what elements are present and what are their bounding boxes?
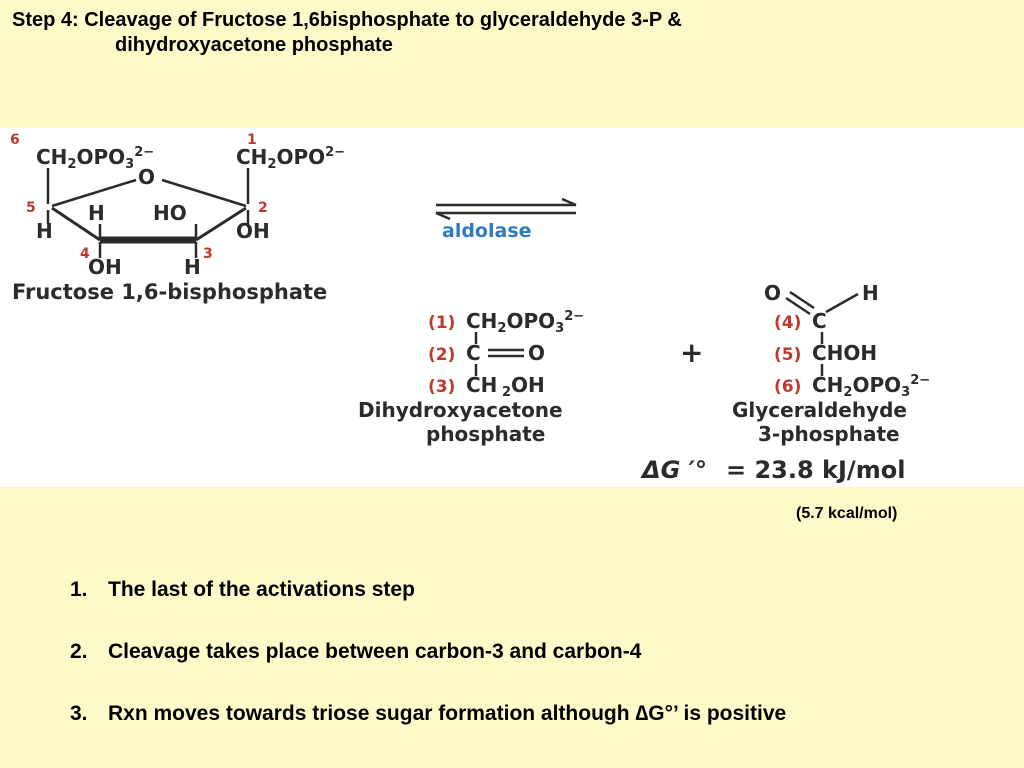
key-points-list: 1. The last of the activations step 2. C… xyxy=(70,578,786,764)
list-text: The last of the activations step xyxy=(108,578,415,601)
ring-bond-right xyxy=(161,178,247,208)
carbon-number-4: 4 xyxy=(80,246,90,262)
list-number: 1. xyxy=(70,578,88,601)
c5-h: H xyxy=(36,219,53,243)
product1-name-line2: phosphate xyxy=(426,422,545,446)
carbon-number-6: 6 xyxy=(10,132,20,148)
gap-c5-group: CHOH xyxy=(812,341,877,365)
title-line-2: dihydroxyacetone phosphate xyxy=(115,34,393,56)
list-item: 3. Rxn moves towards triose sugar format… xyxy=(70,702,786,764)
list-item: 2. Cleavage takes place between carbon-3… xyxy=(70,640,786,702)
ring-bond-lower-left xyxy=(51,206,101,242)
reaction-diagram: 6 CH2OPO32− 1 CH2OPO2− O 5 2 H HO H OH 4… xyxy=(0,128,1024,487)
gap-c6-group: CH2OPO32− xyxy=(812,373,930,400)
list-text: Rxn moves towards triose sugar formation… xyxy=(108,702,787,725)
dhap-carbonyl-oxygen: O xyxy=(528,341,545,365)
c4-oh-down: OH xyxy=(88,255,122,279)
ring-oxygen: O xyxy=(138,165,155,189)
list-text: Cleavage takes place between carbon-3 an… xyxy=(108,640,642,663)
title-line-1: Step 4: Cleavage of Fructose 1,6bisphosp… xyxy=(12,9,682,31)
ring-bond-left xyxy=(51,178,137,208)
gap-aldehyde-oxygen: O xyxy=(764,281,781,305)
dhap-carbon-3-label: (3) xyxy=(428,377,455,397)
dhap-carbon-2-label: (2) xyxy=(428,345,455,365)
c2-oh: OH xyxy=(236,219,270,243)
reaction-svg: 6 CH2OPO32− 1 CH2OPO2− O 5 2 H HO H OH 4… xyxy=(10,132,930,484)
c1-phosphate-group: CH2OPO2− xyxy=(236,145,345,172)
carbon-number-1: 1 xyxy=(247,132,257,148)
c6-phosphate-group: CH2OPO32− xyxy=(36,145,154,172)
carbon-number-3: 3 xyxy=(203,246,213,262)
enzyme-label: aldolase xyxy=(442,220,532,242)
c4-h-up: H xyxy=(88,201,105,225)
gap-co-bond-b xyxy=(789,290,815,310)
dhap-c1-group: CH2OPO32− xyxy=(466,309,584,336)
ring-bond-lower-right xyxy=(195,206,247,242)
list-number: 3. xyxy=(70,702,88,725)
list-number: 2. xyxy=(70,640,88,663)
c3-ho-up: HO xyxy=(153,201,187,225)
kcal-note: (5.7 kcal/mol) xyxy=(796,505,898,522)
gap-carbon-4-label: (4) xyxy=(774,313,801,333)
slide-title: Step 4: Cleavage of Fructose 1,6bisphosp… xyxy=(12,8,1012,58)
product1-name-line1: Dihydroxyacetone xyxy=(358,398,563,422)
dhap-carbon-1-label: (1) xyxy=(428,313,455,333)
gap-c4-group: C xyxy=(812,309,827,333)
list-item: 1. The last of the activations step xyxy=(70,578,786,640)
delta-g-value: = 23.8 kJ/mol xyxy=(726,456,905,484)
carbon-number-2: 2 xyxy=(258,200,268,216)
product2-name-line2: 3-phosphate xyxy=(758,422,900,446)
gap-aldehyde-h: H xyxy=(862,281,879,305)
gap-carbon-5-label: (5) xyxy=(774,345,801,365)
gap-co-bond-a xyxy=(785,296,811,316)
carbon-number-5: 5 xyxy=(26,200,36,216)
dhap-c2-group: C xyxy=(466,341,481,365)
gap-carbon-6-label: (6) xyxy=(774,377,801,397)
product2-name-line1: Glyceraldehyde xyxy=(732,398,907,422)
gap-ch-bond xyxy=(825,292,859,314)
substrate-name: Fructose 1,6-bisphosphate xyxy=(12,280,327,304)
c3-h-down: H xyxy=(184,255,201,279)
plus-sign: + xyxy=(680,336,703,369)
dhap-c3-group: CH 2OH xyxy=(466,373,545,400)
delta-g-symbol: ΔG ′° xyxy=(640,456,707,484)
